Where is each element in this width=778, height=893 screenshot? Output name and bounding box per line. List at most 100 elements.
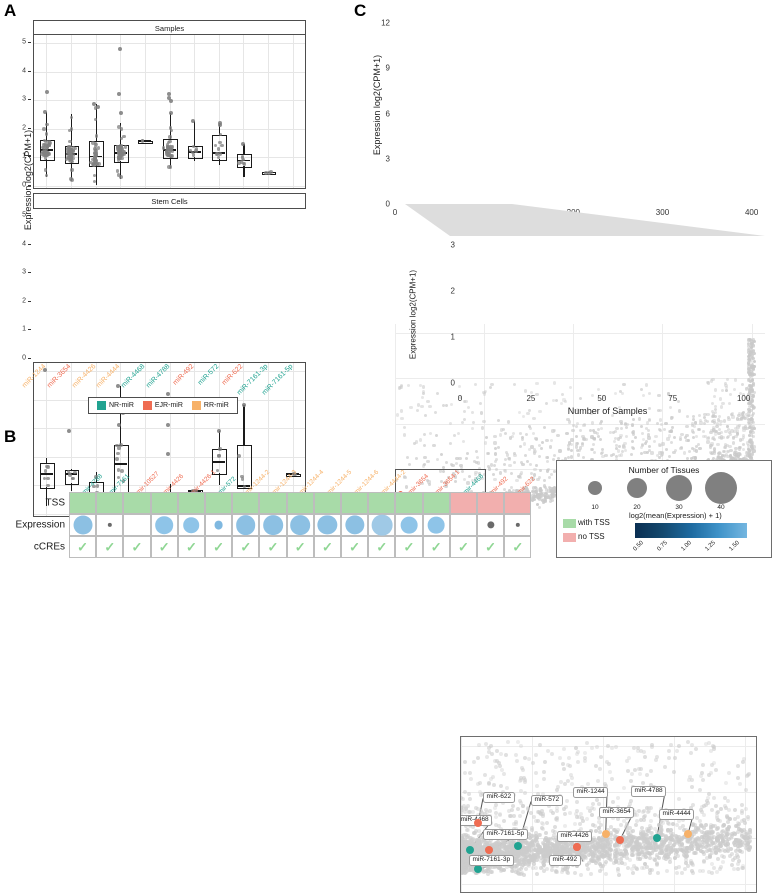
scatter-point bbox=[751, 421, 754, 424]
boxplot-point bbox=[95, 134, 98, 137]
scatter-point bbox=[710, 842, 714, 846]
boxplot-point bbox=[47, 152, 51, 156]
scatter-point bbox=[615, 427, 618, 430]
gridline-v bbox=[268, 35, 269, 188]
scatter-point bbox=[632, 447, 635, 450]
scatter-point bbox=[668, 434, 671, 437]
scatter-point bbox=[714, 432, 717, 435]
boxplot-point bbox=[91, 163, 94, 166]
scatter-point bbox=[720, 431, 723, 434]
axis-tick-label: 3 bbox=[22, 96, 26, 103]
scatter-point bbox=[695, 449, 698, 452]
scatter-point bbox=[698, 447, 701, 450]
scatter-point bbox=[747, 421, 750, 424]
scatter-point bbox=[668, 455, 671, 458]
scatter-point bbox=[752, 449, 755, 452]
scatter-point bbox=[661, 442, 664, 445]
axis-tick-mark bbox=[28, 272, 31, 273]
scatter-point bbox=[734, 435, 737, 438]
scatter-point bbox=[719, 423, 722, 426]
scatter-point bbox=[631, 423, 634, 426]
scatter-point bbox=[597, 428, 600, 431]
boxplot-point bbox=[70, 178, 74, 182]
scatter-point bbox=[583, 423, 586, 426]
boxplot-point bbox=[195, 147, 199, 151]
boxplot-outlier bbox=[43, 110, 47, 114]
axis-tick-mark bbox=[28, 99, 31, 100]
scatter-point bbox=[620, 453, 623, 456]
scatter-point bbox=[640, 425, 643, 428]
scatter-point bbox=[625, 426, 628, 429]
scatter-point bbox=[585, 438, 588, 441]
scatter-point bbox=[665, 448, 668, 451]
scatter-point bbox=[644, 442, 647, 445]
boxplot-whisker bbox=[194, 157, 195, 160]
scatter-point bbox=[656, 422, 659, 425]
gridline-v bbox=[194, 35, 195, 188]
axis-tick-label: 9 bbox=[386, 64, 390, 73]
scatter-point bbox=[750, 456, 753, 459]
axis-tick-label: 12 bbox=[381, 19, 390, 28]
scatter-point bbox=[592, 437, 595, 440]
scatter-point bbox=[400, 417, 403, 420]
scatter-point bbox=[641, 432, 644, 435]
scatter-point bbox=[449, 422, 452, 425]
scatter-point bbox=[716, 443, 719, 446]
scatter-point bbox=[653, 440, 656, 443]
legend-item: EJR-miR bbox=[143, 401, 183, 410]
scatter-point bbox=[740, 850, 744, 854]
boxplot-point bbox=[116, 169, 119, 172]
scatter-point bbox=[704, 823, 708, 827]
scatter-point bbox=[601, 451, 604, 454]
scatter-point bbox=[742, 434, 745, 437]
legend-swatch bbox=[143, 401, 152, 410]
boxplot-point bbox=[45, 174, 49, 178]
boxplot-point bbox=[217, 147, 220, 150]
scatter-point bbox=[646, 451, 649, 454]
boxplot-point bbox=[43, 143, 46, 146]
scatter-point bbox=[579, 446, 582, 449]
scatter-point bbox=[738, 424, 741, 427]
scatter-point bbox=[702, 430, 705, 433]
axis-tick-mark bbox=[28, 358, 31, 359]
scatter-point bbox=[751, 427, 754, 430]
axis-tick-mark bbox=[28, 128, 31, 129]
scatter-point bbox=[507, 420, 510, 423]
scatter-point bbox=[619, 420, 622, 423]
boxplot-outlier bbox=[45, 90, 49, 94]
boxplot-point bbox=[216, 152, 219, 155]
boxplot-outlier bbox=[117, 423, 121, 427]
boxplot-point bbox=[169, 126, 173, 130]
scatter-point bbox=[685, 434, 688, 437]
boxplot-point bbox=[122, 135, 125, 138]
axis-tick-mark bbox=[28, 215, 31, 216]
boxplot-point bbox=[70, 168, 73, 171]
scatter-point bbox=[692, 456, 695, 459]
scatter-point bbox=[567, 456, 570, 459]
scatter-point bbox=[728, 445, 731, 448]
axis-tick-label: 3 bbox=[386, 154, 390, 163]
scatter-point bbox=[647, 429, 650, 432]
boxplot-point bbox=[67, 145, 71, 149]
scatter-point bbox=[591, 421, 594, 424]
boxplot-outlier bbox=[166, 423, 170, 427]
boxplot-whisker bbox=[219, 159, 220, 165]
boxplot-point bbox=[220, 144, 224, 148]
boxplot-outlier bbox=[169, 111, 173, 115]
scatter-point bbox=[673, 436, 676, 439]
scatter-point bbox=[581, 443, 584, 446]
scatter-point bbox=[617, 449, 620, 452]
scatter-point bbox=[567, 444, 570, 447]
scatter-point bbox=[672, 451, 675, 454]
gridline-v bbox=[293, 35, 294, 188]
scatter-point bbox=[698, 428, 701, 431]
scatter-point bbox=[599, 438, 602, 441]
scatter-point bbox=[618, 445, 621, 448]
panel-c-main-axis-ticks: 0369120100200300400 bbox=[355, 0, 775, 230]
gridline-h bbox=[461, 884, 756, 885]
scatter-point bbox=[710, 442, 713, 445]
scatter-point bbox=[742, 448, 745, 451]
scatter-point bbox=[724, 430, 727, 433]
scatter-point bbox=[593, 451, 596, 454]
